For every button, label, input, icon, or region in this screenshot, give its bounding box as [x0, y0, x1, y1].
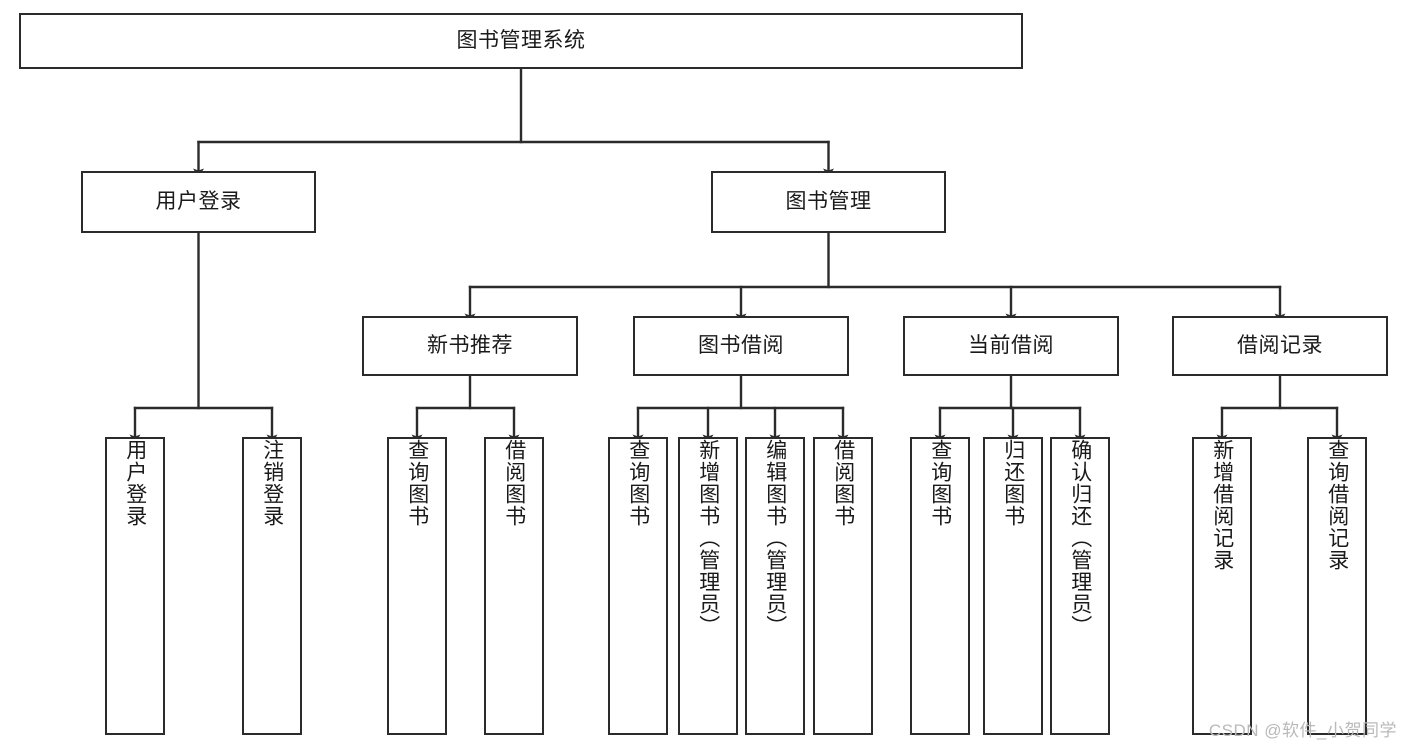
node-borrow-record[interactable]: 借阅记录 — [1172, 316, 1388, 376]
node-leaf-query-book-current[interactable]: 查询图书 — [910, 437, 970, 735]
node-label-current-borrow: 当前借阅 — [968, 334, 1054, 358]
node-label-borrow-record: 借阅记录 — [1237, 334, 1323, 358]
node-leaf-edit-book-admin[interactable]: 编辑图书（管理员） — [745, 437, 805, 735]
node-label-leaf-add-book-admin: 新增图书（管理员） — [696, 439, 720, 637]
node-root[interactable]: 图书管理系统 — [19, 13, 1023, 69]
node-label-book-borrow: 图书借阅 — [698, 334, 784, 358]
node-current-borrow[interactable]: 当前借阅 — [903, 316, 1119, 376]
connector-layer — [129, 67, 1343, 444]
node-leaf-return-book[interactable]: 归还图书 — [983, 437, 1043, 735]
node-book-manage[interactable]: 图书管理 — [711, 171, 946, 233]
node-label-user-login: 用户登录 — [155, 190, 242, 214]
node-leaf-logout[interactable]: 注销登录 — [242, 437, 302, 735]
node-leaf-query-book-borrow[interactable]: 查询图书 — [608, 437, 668, 735]
node-leaf-add-borrow-record[interactable]: 新增借阅记录 — [1192, 437, 1252, 735]
node-new-book-recommend[interactable]: 新书推荐 — [362, 316, 578, 376]
node-leaf-user-login[interactable]: 用户登录 — [105, 437, 165, 735]
node-label-leaf-borrow-book-rec: 借阅图书 — [502, 439, 526, 527]
node-book-borrow[interactable]: 图书借阅 — [633, 316, 849, 376]
node-leaf-borrow-book-rec[interactable]: 借阅图书 — [484, 437, 544, 735]
node-label-leaf-confirm-return-admin: 确认归还（管理员） — [1068, 439, 1092, 637]
node-label-book-manage: 图书管理 — [785, 190, 872, 214]
node-label-leaf-query-borrow-record: 查询借阅记录 — [1325, 439, 1349, 571]
node-label-leaf-return-book: 归还图书 — [1001, 439, 1025, 527]
node-label-leaf-user-login: 用户登录 — [123, 439, 147, 527]
node-label-leaf-borrow-book: 借阅图书 — [831, 439, 855, 527]
node-label-leaf-query-book-rec: 查询图书 — [405, 439, 429, 527]
node-label-new-book-recommend: 新书推荐 — [427, 334, 513, 358]
node-leaf-add-book-admin[interactable]: 新增图书（管理员） — [678, 437, 738, 735]
node-label-leaf-edit-book-admin: 编辑图书（管理员） — [763, 439, 787, 637]
node-user-login[interactable]: 用户登录 — [81, 171, 316, 233]
node-label-leaf-add-borrow-record: 新增借阅记录 — [1210, 439, 1234, 571]
node-label-leaf-query-book-current: 查询图书 — [928, 439, 952, 527]
node-label-leaf-query-book-borrow: 查询图书 — [626, 439, 650, 527]
node-leaf-borrow-book[interactable]: 借阅图书 — [813, 437, 873, 735]
node-leaf-query-borrow-record[interactable]: 查询借阅记录 — [1307, 437, 1367, 735]
node-leaf-query-book-rec[interactable]: 查询图书 — [387, 437, 447, 735]
node-leaf-confirm-return-admin[interactable]: 确认归还（管理员） — [1050, 437, 1110, 735]
node-label-root: 图书管理系统 — [456, 29, 586, 53]
node-label-leaf-logout: 注销登录 — [260, 439, 284, 527]
